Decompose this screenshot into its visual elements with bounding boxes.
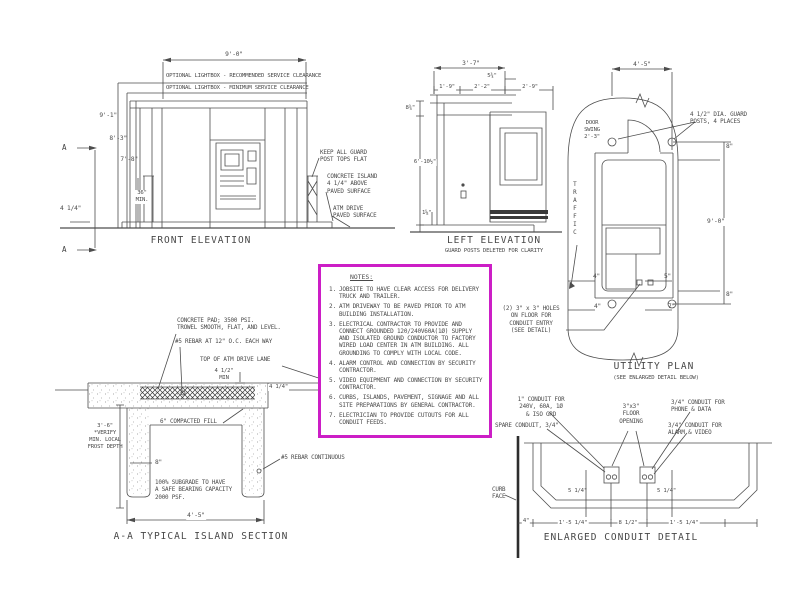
note-text: JOBSITE TO HAVE CLEAR ACCESS FOR DELIVER… [339, 286, 479, 301]
le-seg-a-dim: 1'-9" [438, 84, 456, 91]
cd-curb-offset-dim: 4" [521, 518, 531, 525]
note-item: 7.ELECTRICIAN TO PROVIDE CUTOUTS FOR ALL… [329, 412, 484, 426]
utility-plan-linework [566, 66, 731, 368]
note-item: 5.VIDEO EQUIPMENT AND CONNECTION BY SECU… [329, 377, 484, 391]
up-view-title: UTILITY PLAN [613, 361, 695, 372]
cd-right-span-dim: 1'-5 1/4" [668, 520, 700, 527]
cd-mid-span-dim: 8 1/2" [617, 520, 639, 527]
is-min-thickness-dim: 4 1/2" MIN [214, 368, 234, 381]
cd-curb-face-note: CURB FACE [492, 487, 506, 501]
fe-section-mark-top: A [62, 143, 67, 152]
fe-island-height-dim: 4 1/4" [60, 205, 82, 212]
le-height-dim: 6'-10½" [412, 159, 437, 166]
note-number: 1. [329, 286, 337, 293]
note-item: 2.ATM DRIVEWAY TO BE PAVED PRIOR TO ATM … [329, 303, 484, 317]
up-top-offset-dim: 8" [726, 143, 734, 150]
up-depth-dim: 9'-0" [706, 218, 726, 226]
note-item: 6.CURBS, ISLANDS, PAVEMENT, SIGNAGE AND … [329, 394, 484, 408]
fe-post-height-dim: 36" MIN. [134, 190, 150, 204]
note-number: 6. [329, 394, 337, 402]
le-width-dim: 3'-7" [462, 60, 480, 67]
is-view-title: A-A TYPICAL ISLAND SECTION [113, 531, 289, 542]
note-text: VIDEO EQUIPMENT AND CONNECTION BY SECURI… [339, 377, 483, 392]
le-view-subtitle: GUARD POSTS DELETED FOR CLARITY [444, 248, 544, 254]
note-number: 5. [329, 377, 337, 385]
up-floor-holes-note: (2) 3" x 3" HOLES ON FLOOR FOR CONDUIT E… [502, 306, 560, 335]
up-left-top-dim: 4" [593, 273, 601, 280]
cd-left-span-dim: 1'-5 1/4" [557, 520, 589, 527]
fe-lightbox-height-dim: 8'-3" [109, 135, 127, 142]
fe-width-dim: 9'-0" [225, 51, 243, 58]
le-top-dim: 8¾" [405, 105, 415, 111]
note-number: 7. [329, 411, 337, 419]
island-section-linework [55, 333, 360, 524]
note-text: ELECTRICAL CONTRACTOR TO PROVIDE AND CON… [339, 320, 476, 357]
cd-phone-conduit-note: 3/4" CONDUIT FOR PHONE & DATA [671, 400, 725, 414]
fe-view-title: FRONT ELEVATION [150, 235, 252, 246]
cd-power-conduit-note: 1" CONDUIT FOR 240V, 60A, 1Ø & ISO GRD [517, 397, 565, 418]
is-wall-width-dim: 8" [155, 459, 163, 466]
fe-guard-post-note: KEEP ALL GUARD POST TOPS FLAT [320, 150, 367, 164]
note-number: 3. [329, 320, 337, 328]
fe-section-mark-bottom: A [62, 245, 67, 254]
note-number: 4. [329, 359, 337, 367]
fe-concrete-island-note: CONCRETE ISLAND 4 1/4" ABOVE PAVED SURFA… [327, 174, 378, 195]
traffic-direction-label: TRAFFIC [571, 182, 578, 238]
note-text: ALARM CONTROL AND CONNECTION BY SECURITY… [339, 359, 476, 374]
fe-lightbox-minimum-note: OPTIONAL LIGHTBOX - MINIMUM SERVICE CLEA… [166, 85, 309, 91]
is-concrete-pad-note: CONCRETE PAD; 3500 PSI. TROWEL SMOOTH, F… [177, 318, 281, 332]
fe-building-height-dim: 7'-8" [120, 156, 138, 163]
cd-floor-opening-note: 3"x3" FLOOR OPENING [619, 404, 643, 425]
is-subgrade-note: 100% SUBGRADE TO HAVE A SAFE BEARING CAP… [155, 480, 232, 501]
cd-alarm-conduit-note: 3/4" CONDUIT FOR ALARM & VIDEO [668, 423, 722, 437]
is-drive-lane-note: TOP OF ATM DRIVE LANE [200, 357, 271, 363]
front-elevation-linework [60, 57, 395, 253]
is-width-dim: 4'-5" [186, 512, 206, 520]
is-frost-depth-note: 3'-6" *VERIFY MIN. LOCAL FROST DEPTH [87, 423, 123, 450]
note-text: ELECTRICIAN TO PROVIDE CUTOUTS FOR ALL C… [339, 411, 469, 426]
le-seg-b-dim: 2'-2" [473, 84, 491, 91]
up-door-swing-note: DOOR SWING 2'-3" [583, 120, 601, 141]
up-view-subtitle: (SEE ENLARGED DETAIL BELOW) [613, 375, 699, 381]
is-compacted-fill-note: 6" COMPACTED FILL [160, 419, 217, 425]
note-text: CURBS, ISLANDS, PAVEMENT, SIGNAGE AND AL… [339, 394, 479, 409]
le-cap-dim: 5¾" [487, 73, 497, 79]
is-rebar-note: #5 REBAR AT 12" O.C. EACH WAY [175, 339, 273, 345]
left-elevation-linework [410, 66, 562, 233]
up-left-bottom-dim: 4" [594, 303, 602, 310]
is-rebar-continuous-note: #5 REBAR CONTINUOUS [281, 455, 345, 461]
le-view-title: LEFT ELEVATION [446, 235, 542, 246]
le-base-dim: 1⅝" [422, 210, 432, 216]
note-number: 2. [329, 303, 337, 311]
le-seg-c-dim: 2'-9" [521, 84, 539, 91]
up-bottom-offset-dim: 8" [726, 291, 734, 298]
is-island-height-dim: 4 1/4" [268, 384, 290, 391]
note-item: 4.ALARM CONTROL AND CONNECTION BY SECURI… [329, 360, 484, 374]
cd-spare-conduit-note: SPARE CONDUIT, 3/4" [495, 423, 559, 429]
note-item: 3.ELECTRICAL CONTRACTOR TO PROVIDE AND C… [329, 321, 484, 357]
fe-drive-surface-note: ATM DRIVE PAVED SURFACE [333, 206, 377, 220]
up-right-bottom-dim: 7" [668, 303, 676, 310]
up-width-dim: 4'-5" [633, 61, 651, 68]
fe-total-height-dim: 9'-1" [99, 112, 117, 119]
notes-panel: NOTES: 1.JOBSITE TO HAVE CLEAR ACCESS FO… [318, 264, 492, 438]
up-right-top-dim: 5" [664, 273, 672, 280]
note-item: 1.JOBSITE TO HAVE CLEAR ACCESS FOR DELIV… [329, 286, 484, 300]
up-guard-posts-note: 4 1/2" DIA. GUARD POSTS, 4 PLACES [690, 112, 747, 126]
notes-title: NOTES: [350, 273, 374, 281]
cd-left-box-dim: 5 1/4" [568, 488, 588, 494]
fe-lightbox-recommended-note: OPTIONAL LIGHTBOX - RECOMMENDED SERVICE … [166, 73, 322, 79]
cd-view-title: ENLARGED CONDUIT DETAIL [543, 532, 699, 543]
cd-right-box-dim: 5 1/4" [657, 488, 677, 494]
note-text: ATM DRIVEWAY TO BE PAVED PRIOR TO ATM BU… [339, 303, 466, 318]
